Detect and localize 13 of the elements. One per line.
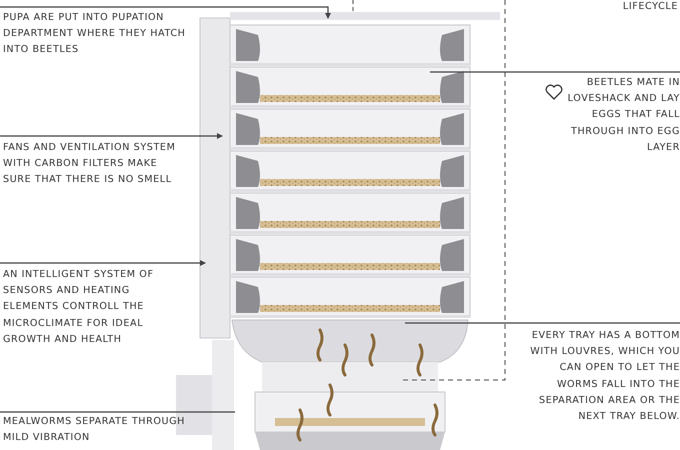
callout-text: EVERY TRAY HAS A BOTTOM WITH LOUVRES, WHICH YOU CAN OPEN TO LET THE WORMS FALL INTO THE SEPARATION AREA OR THE NEXT TRAY BELOW. bbox=[530, 328, 680, 426]
callout-text: AN INTELLIGENT SYSTEM OF SENSORS AND HEATING ELEMENTS CONTROLL THE MICROCLIMATE FOR IDEAL GROWTH AND HEALTH bbox=[3, 267, 181, 348]
leader-line bbox=[0, 411, 235, 413]
callout-text: PUPA ARE PUT INTO PUPATION DEPARTMENT WHERE THEY HATCH INTO BEETLES bbox=[3, 10, 203, 59]
callout-text: BEETLES MATE IN LOVESHACK AND LAY EGGS THAT FALL THROUGH INTO EGG LAYER bbox=[562, 75, 680, 156]
cut-off-heading: LIFECYCLE bbox=[622, 1, 678, 13]
callout-text: MEALWORMS SEPARATE THROUGH MILD VIBRATION bbox=[3, 414, 203, 446]
leader-line bbox=[0, 260, 206, 266]
leader-line bbox=[430, 71, 680, 73]
leader-line bbox=[0, 6, 331, 19]
callout-text: FANS AND VENTILATION SYSTEM WITH CARBON FILTERS MAKE SURE THAT THERE IS NO SMELL bbox=[3, 140, 183, 189]
leader-line bbox=[0, 133, 223, 139]
leader-line bbox=[405, 322, 680, 324]
